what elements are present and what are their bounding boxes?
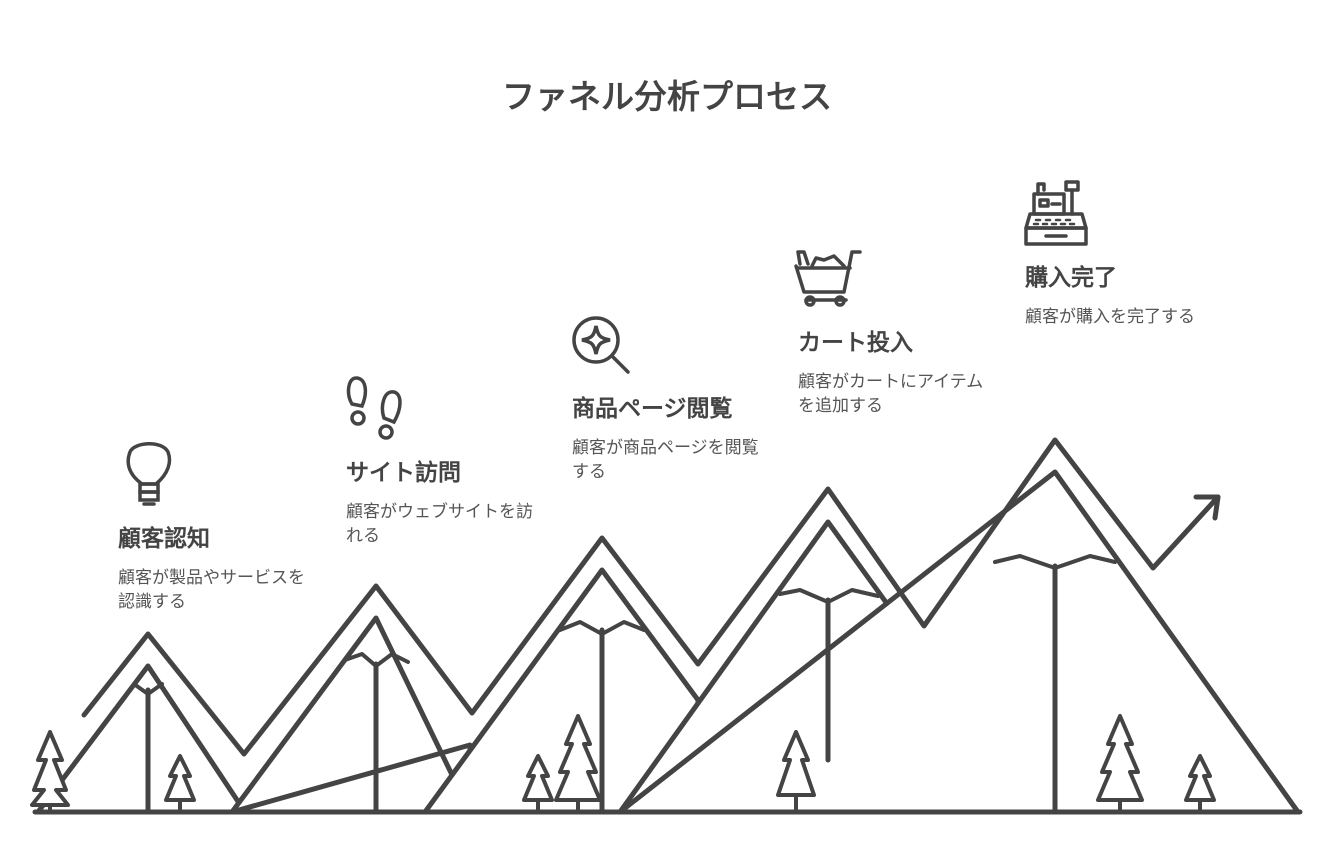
step-product-view: 商品ページ閲覧 顧客が商品ページを閲覧する bbox=[572, 394, 762, 484]
step-description: 顧客が商品ページを閲覧する bbox=[572, 438, 759, 482]
step-description: 顧客がウェブサイトを訪れる bbox=[346, 502, 533, 546]
arrow-head-icon bbox=[1193, 494, 1221, 521]
tree-icon bbox=[1184, 754, 1216, 814]
magnifier-icon bbox=[572, 316, 630, 374]
tree-icon bbox=[30, 730, 70, 814]
lightbulb-icon bbox=[126, 442, 172, 506]
step-title: 商品ページ閲覧 bbox=[572, 396, 733, 422]
step-purchase-complete: 購入完了 顧客が購入を完了する bbox=[1025, 263, 1215, 329]
step-description: 顧客が製品やサービスを認識する bbox=[118, 568, 305, 612]
step-title: サイト訪問 bbox=[346, 460, 461, 486]
tree-icon bbox=[554, 714, 602, 814]
step-add-to-cart: カート投入 顧客がカートにアイテムを追加する bbox=[798, 328, 988, 418]
footprints-icon bbox=[346, 376, 402, 440]
mountains bbox=[35, 469, 1301, 815]
trees bbox=[30, 714, 1216, 814]
tree-icon bbox=[1096, 714, 1144, 814]
growth-line bbox=[81, 437, 1221, 757]
poles bbox=[145, 563, 1058, 815]
step-title: 顧客認知 bbox=[118, 526, 210, 552]
step-title: カート投入 bbox=[798, 330, 913, 356]
step-title: 購入完了 bbox=[1025, 265, 1117, 291]
step-site-visit: サイト訪問 顧客がウェブサイトを訪れる bbox=[346, 458, 536, 548]
mountain-2 bbox=[229, 615, 473, 815]
cash-register-icon bbox=[1024, 180, 1088, 246]
step-customer-awareness: 顧客認知 顧客が製品やサービスを認識する bbox=[118, 524, 308, 614]
snow-caps bbox=[132, 554, 1117, 696]
diagram-title: ファネル分析プロセス bbox=[502, 77, 832, 116]
tree-icon bbox=[522, 754, 554, 814]
step-description: 顧客が購入を完了する bbox=[1025, 307, 1195, 327]
shopping-cart-icon bbox=[794, 250, 862, 307]
tree-icon bbox=[776, 730, 816, 814]
step-description: 顧客がカートにアイテムを追加する bbox=[798, 372, 984, 416]
tree-icon bbox=[164, 754, 196, 814]
